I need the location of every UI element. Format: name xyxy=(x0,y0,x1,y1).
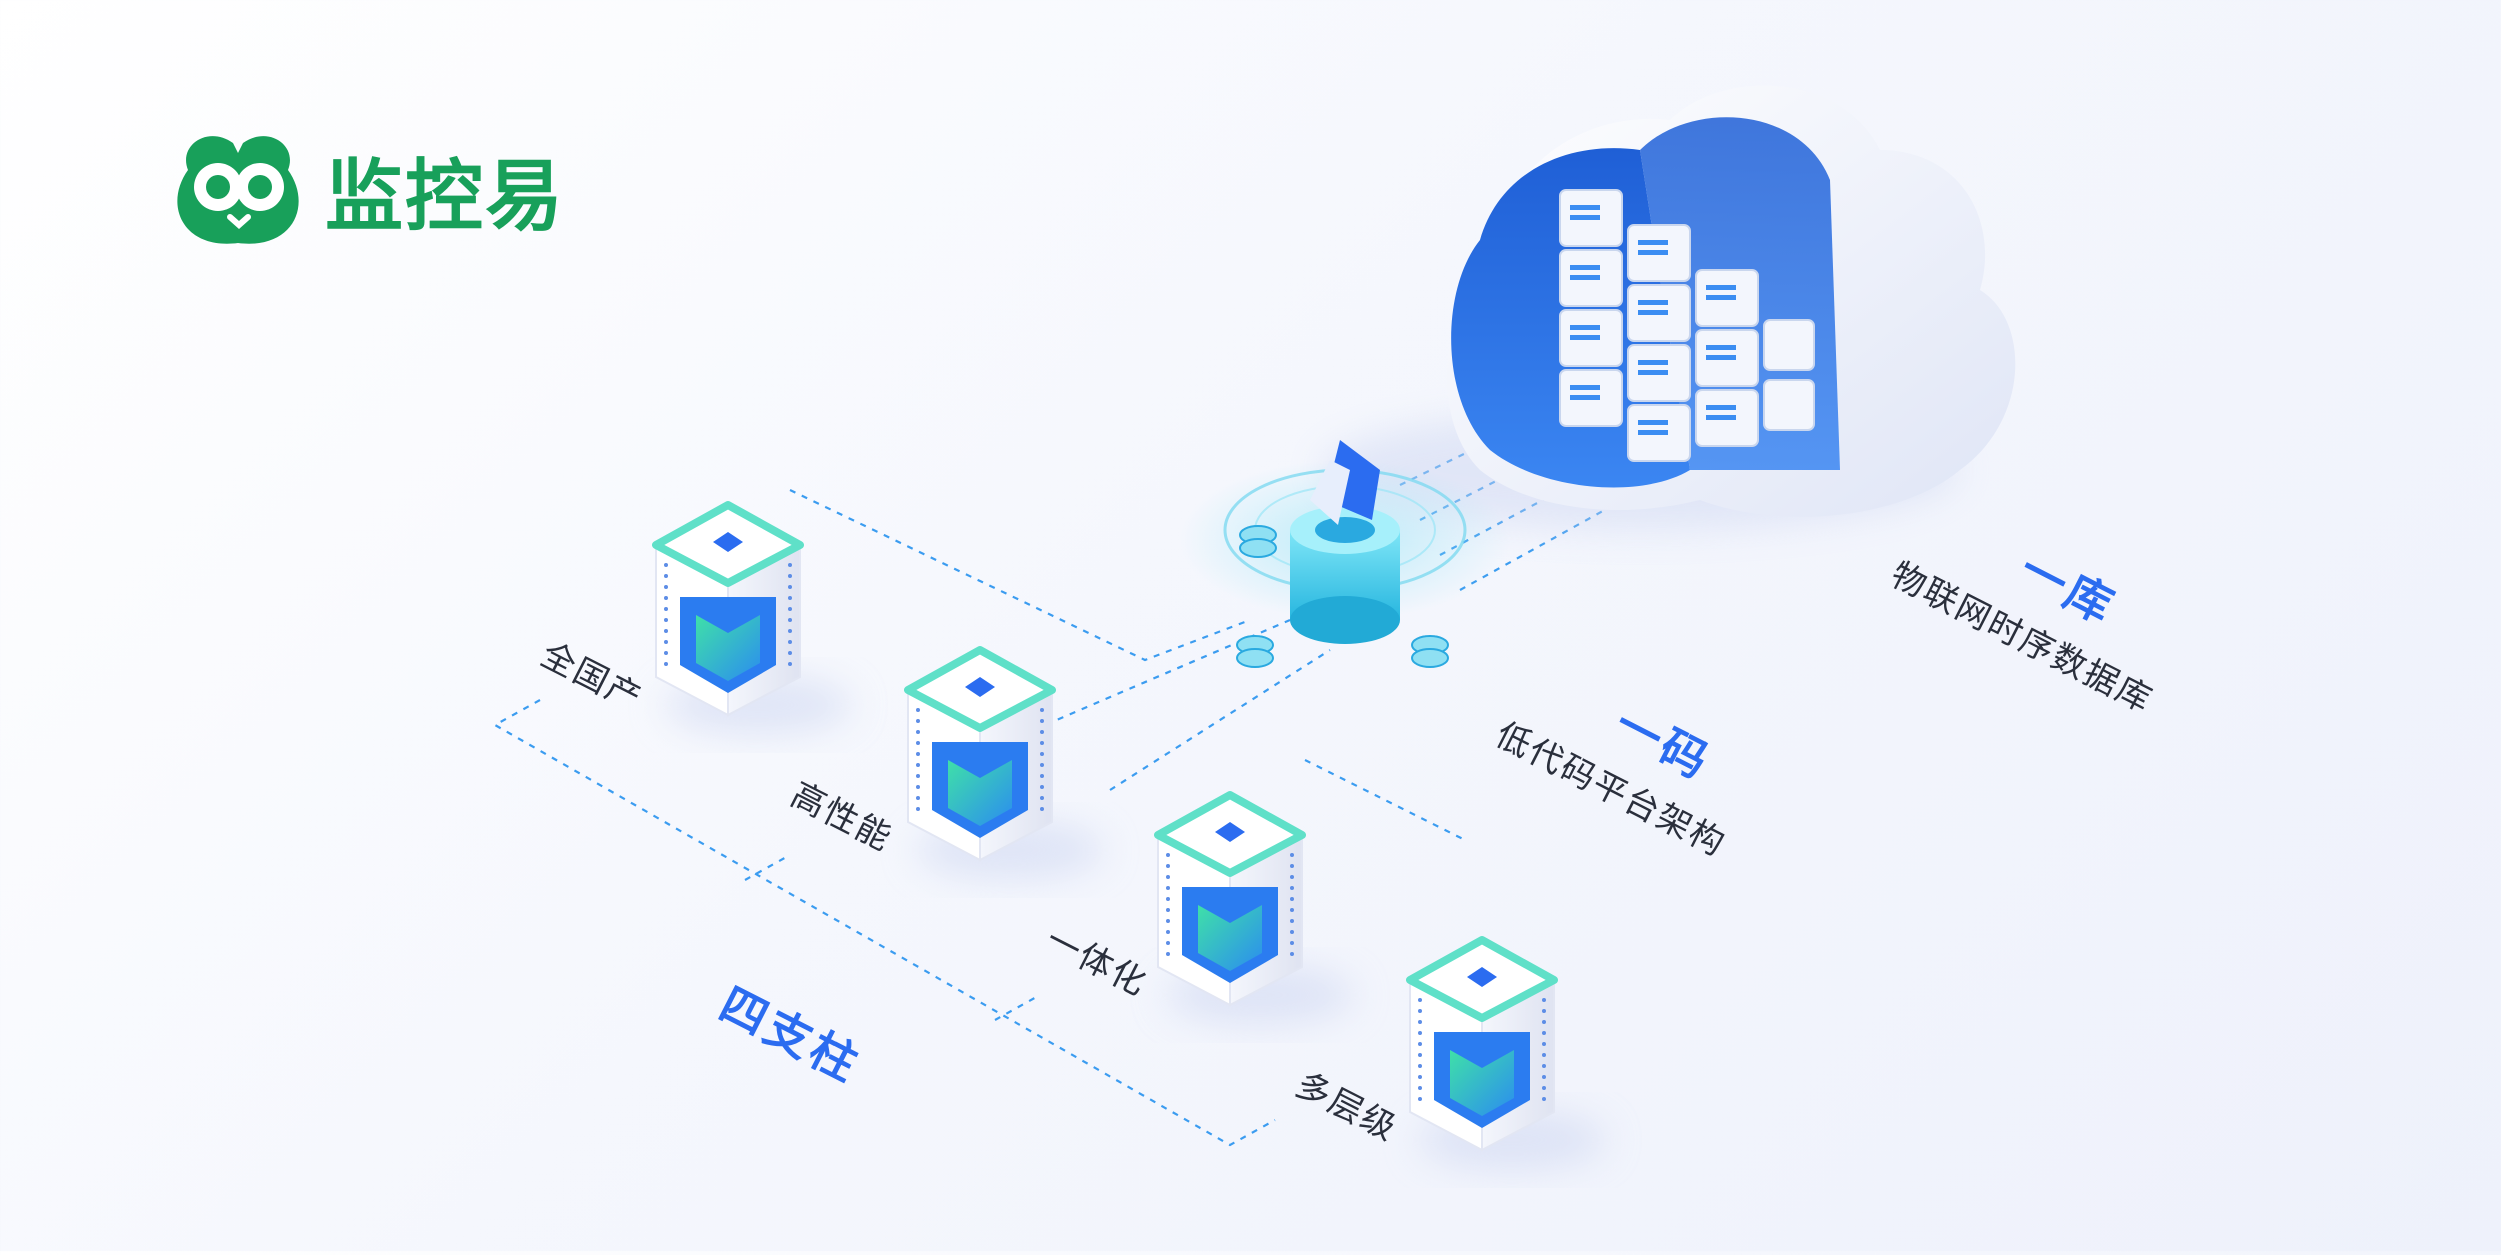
bracket-tick-3 xyxy=(994,994,1041,1021)
shield-server-icon xyxy=(904,646,1105,880)
brand-name: 监控易 xyxy=(325,152,566,242)
brand-logo: 监控易 xyxy=(175,118,595,248)
pillar-servers xyxy=(652,501,1607,1170)
bracket-tick-2 xyxy=(744,854,791,881)
cloud-database-icon xyxy=(1320,85,2016,530)
shield-server-icon xyxy=(1154,791,1355,1025)
pillars-bracket xyxy=(492,699,1276,1147)
owl-logo-icon xyxy=(177,136,299,244)
connector-pillar4 xyxy=(1304,759,1466,841)
shield-server-icon xyxy=(652,501,853,735)
connector-pillar1-hub xyxy=(789,489,1251,662)
shield-server-icon xyxy=(1406,936,1607,1170)
connector-pillar3-hub xyxy=(1109,649,1331,791)
database-hub-icon xyxy=(1180,440,1510,668)
